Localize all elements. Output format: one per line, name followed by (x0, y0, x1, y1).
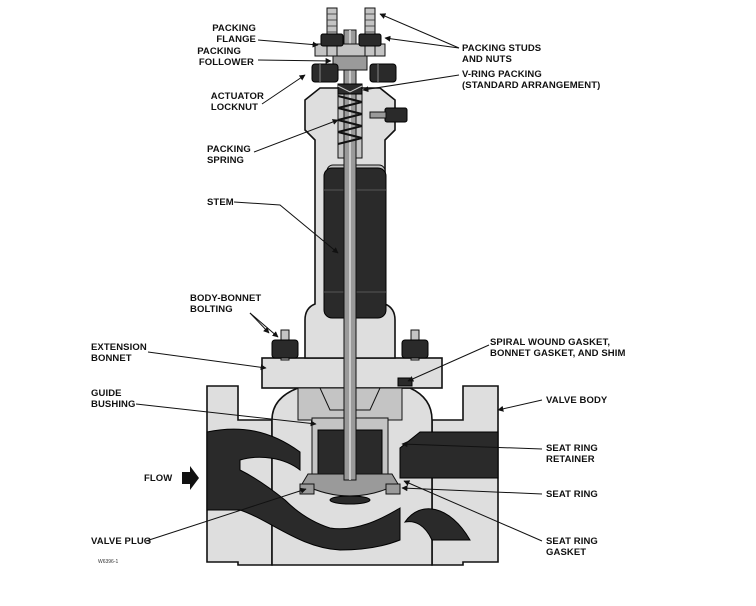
leader-lines (135, 13, 543, 542)
svg-text:PACKING STUDS: PACKING STUDS (462, 43, 541, 54)
label-packing-follower: PACKING FOLLOWER (197, 46, 254, 68)
label-actuator-locknut: ACTUATOR LOCKNUT (211, 91, 264, 113)
svg-text:ACTUATOR: ACTUATOR (211, 91, 264, 102)
label-valve-body: VALVE BODY (546, 395, 608, 406)
svg-text:GUIDE: GUIDE (91, 388, 122, 399)
label-seat-ring-gasket: SEAT RING GASKET (546, 536, 598, 558)
svg-text:BOLTING: BOLTING (190, 304, 233, 315)
svg-text:SEAT RING: SEAT RING (546, 443, 598, 454)
svg-text:BONNET: BONNET (91, 353, 132, 364)
label-stem: STEM (207, 197, 234, 208)
svg-text:PACKING: PACKING (212, 23, 256, 34)
svg-text:VALVE BODY: VALVE BODY (546, 395, 608, 406)
svg-text:PACKING: PACKING (207, 144, 251, 155)
svg-text:STEM: STEM (207, 197, 234, 208)
label-body-bonnet-bolting: BODY-BONNET BOLTING (190, 293, 261, 315)
svg-text:FLOW: FLOW (144, 473, 172, 484)
svg-text:SPRING: SPRING (207, 155, 244, 166)
svg-text:FOLLOWER: FOLLOWER (199, 57, 254, 68)
svg-text:(STANDARD ARRANGEMENT): (STANDARD ARRANGEMENT) (462, 80, 600, 91)
figure-id: W6396-1 (98, 559, 119, 565)
label-seat-ring: SEAT RING (546, 489, 598, 500)
svg-text:VALVE PLUG: VALVE PLUG (91, 536, 151, 547)
svg-text:SPIRAL WOUND GASKET,: SPIRAL WOUND GASKET, (490, 337, 610, 348)
svg-text:EXTENSION: EXTENSION (91, 342, 147, 353)
label-valve-plug: VALVE PLUG (91, 536, 151, 547)
svg-text:SEAT RING: SEAT RING (546, 536, 598, 547)
svg-text:FLANGE: FLANGE (216, 34, 256, 45)
svg-text:V-RING PACKING: V-RING PACKING (462, 69, 542, 80)
svg-text:SEAT RING: SEAT RING (546, 489, 598, 500)
svg-text:RETAINER: RETAINER (546, 454, 595, 465)
flow-passage (206, 428, 499, 551)
svg-text:GASKET: GASKET (546, 547, 586, 558)
flow-arrow-icon (182, 466, 199, 490)
label-packing-flange: PACKING FLANGE (212, 23, 256, 45)
body-bonnet-bolts (271, 329, 429, 361)
label-seat-ring-retainer: SEAT RING RETAINER (546, 443, 598, 465)
label-guide-bushing: GUIDE BUSHING (91, 388, 136, 410)
packing-studs-part (320, 7, 382, 57)
label-spiral-wound-gasket: SPIRAL WOUND GASKET, BONNET GASKET, AND … (490, 337, 625, 359)
svg-text:AND NUTS: AND NUTS (462, 54, 512, 65)
svg-text:PACKING: PACKING (197, 46, 241, 57)
label-extension-bonnet: EXTENSION BONNET (91, 342, 147, 364)
v-ring-packing-part (337, 83, 363, 95)
label-packing-studs-nuts: PACKING STUDS AND NUTS (462, 43, 541, 65)
svg-text:LOCKNUT: LOCKNUT (211, 102, 258, 113)
bonnet-gasket-part (397, 377, 413, 387)
svg-text:BODY-BONNET: BODY-BONNET (190, 293, 261, 304)
svg-text:BONNET GASKET, AND SHIM: BONNET GASKET, AND SHIM (490, 348, 625, 359)
svg-text:BUSHING: BUSHING (91, 399, 136, 410)
bonnet-plug (369, 107, 408, 123)
label-packing-spring: PACKING SPRING (207, 144, 251, 166)
actuator-locknut-part (311, 63, 397, 83)
label-flow: FLOW (144, 473, 172, 484)
label-v-ring-packing: V-RING PACKING (STANDARD ARRANGEMENT) (462, 69, 600, 91)
